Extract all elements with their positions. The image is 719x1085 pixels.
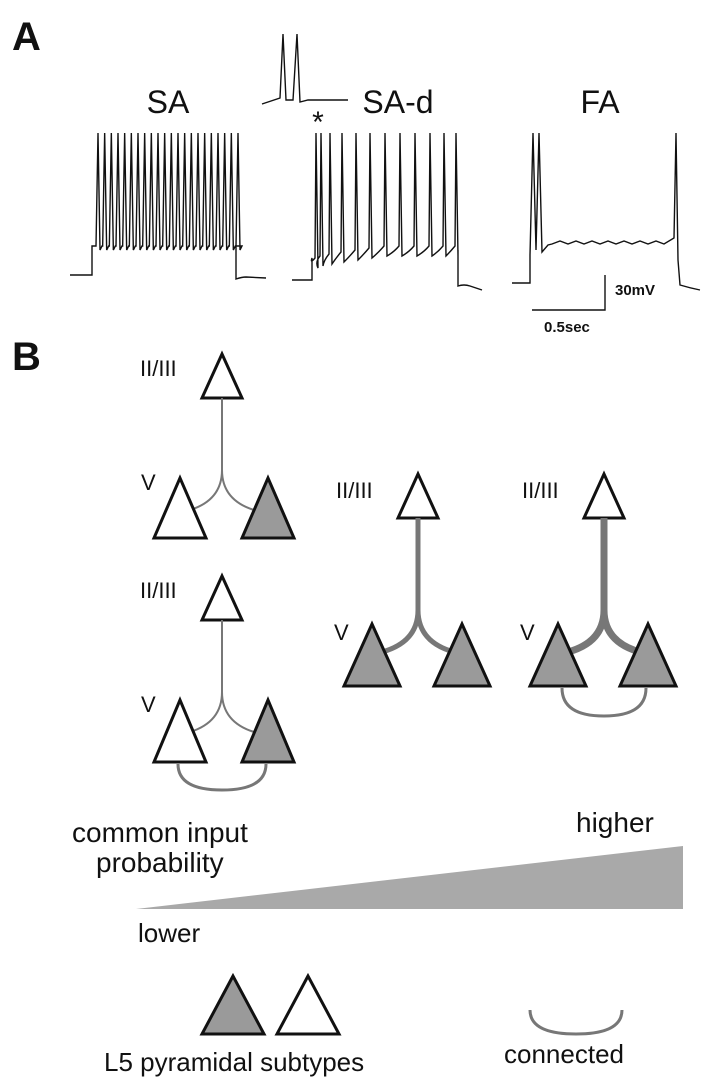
gradient-low-label: lower [138,918,200,948]
layer-label-upper: II/III [522,478,559,503]
l23-cell [199,350,245,400]
legend-subtypes-label: L5 pyramidal subtypes [104,1047,364,1077]
layer-label-lower: V [520,620,535,645]
layer-label-lower: V [141,692,156,717]
trace-label-fa: FA [580,84,620,120]
connection-arc [176,763,268,792]
legend-white-cell-icon [274,972,342,1036]
trace-fa [512,132,701,291]
l5-gray-cell [617,620,679,688]
common-input-axon [189,620,255,733]
l23-cell [199,572,245,622]
trace-sa [70,132,267,280]
common-input-axon [381,518,455,655]
l23-cell [581,470,627,520]
gradient-high-label: higher [576,807,654,838]
scale-bar [532,275,606,311]
gradient-label-line2: probability [96,847,224,878]
motif-gray-unconnected: II/III V [334,470,493,688]
l5-white-cell [151,474,209,540]
layer-label-lower: V [141,470,156,495]
l5-gray-cell [239,474,297,540]
l5-white-cell [151,696,209,764]
panel-a-letter: A [12,15,41,59]
probability-wedge [136,846,683,909]
layer-label-upper: II/III [140,356,177,381]
common-input-axon [189,398,255,511]
legend-connected-label: connected [504,1039,624,1069]
asterisk: * [312,106,324,139]
trace-label-sa-d: SA-d [362,84,433,120]
connection-arc [560,687,648,718]
common-input-axon [566,518,642,656]
l23-cell [395,470,441,520]
inset-doublet-trace [261,33,348,105]
l5-gray-cell [431,620,493,688]
layer-label-lower: V [334,620,349,645]
l5-gray-cell [527,620,589,688]
legend-gray-cell-icon [199,972,267,1036]
trace-sa-d [292,132,483,291]
motif-unconnected: II/III V [140,350,297,540]
scale-time-label: 0.5sec [544,319,590,336]
gradient-label-line1: common input [72,817,248,848]
panel-b-letter: B [12,335,41,379]
scale-voltage-label: 30mV [615,282,655,299]
motif-gray-connected: II/III V [520,470,679,718]
motif-connected: II/III V [140,572,297,792]
trace-label-sa: SA [147,84,190,120]
layer-label-upper: II/III [140,578,177,603]
layer-label-upper: II/III [336,478,373,503]
l5-gray-cell [341,620,403,688]
legend-connection-arc-icon [528,1009,624,1036]
l5-gray-cell [239,696,297,764]
